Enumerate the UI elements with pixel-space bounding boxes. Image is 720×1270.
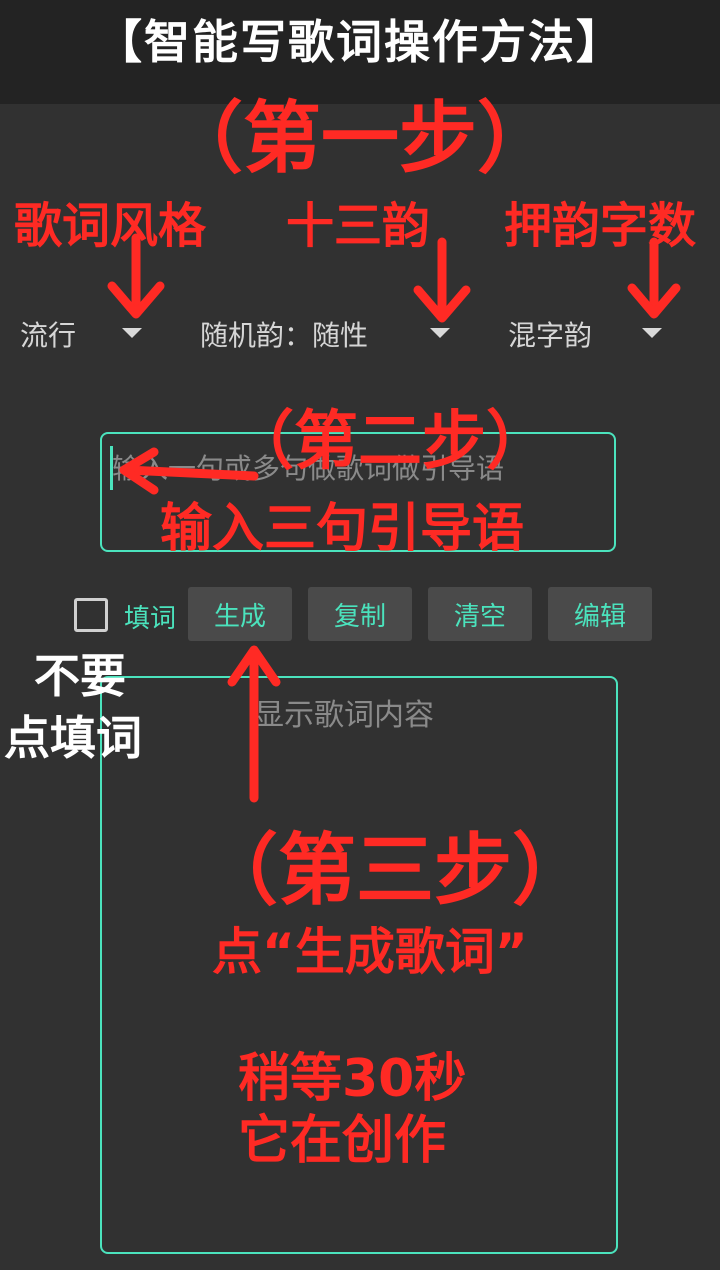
rhyme-dropdown-value: 随机韵：随性	[200, 319, 369, 352]
clear-button[interactable]: 清空	[428, 587, 532, 641]
arrow-up-generate-icon	[227, 645, 281, 803]
arrow-down-rhyme-icon	[413, 237, 471, 323]
no-fill-note-line1: 不要	[34, 649, 126, 703]
input-tip-annotation: 输入三句引导语	[160, 499, 525, 559]
lyric-output-area[interactable]	[100, 676, 618, 1254]
count-dropdown-value: 混字韵	[508, 319, 593, 352]
wait-note-line2: 它在创作	[238, 1111, 447, 1171]
step1-annotation: （第一步）	[164, 94, 555, 184]
arrow-down-count-icon	[627, 237, 681, 319]
arrow-left-input-icon	[119, 447, 259, 495]
step3-annotation: （第三步）	[199, 826, 590, 916]
lyric-prompt-input[interactable]	[100, 432, 616, 552]
count-label-annotation: 押韵字数	[504, 198, 697, 254]
style-dropdown-caret-icon	[122, 328, 142, 338]
edit-button[interactable]: 编辑	[548, 587, 652, 641]
style-label-annotation: 歌词风格	[14, 198, 207, 254]
page-title: 【智能写歌词操作方法】	[96, 15, 624, 69]
fill-lyrics-label[interactable]: 填词	[124, 604, 177, 634]
style-dropdown-value: 流行	[20, 319, 77, 352]
wait-note-line1: 稍等30秒	[238, 1049, 467, 1109]
fill-lyrics-checkbox[interactable]	[74, 598, 108, 632]
copy-button[interactable]: 复制	[308, 587, 412, 641]
rhyme-dropdown-caret-icon	[430, 328, 450, 338]
generate-button[interactable]: 生成	[188, 587, 292, 641]
count-dropdown-caret-icon	[642, 328, 662, 338]
text-cursor	[110, 446, 113, 490]
step3-desc-annotation: 点“生成歌词”	[212, 923, 528, 981]
lyric-output-placeholder: 显示歌词内容	[254, 698, 434, 733]
rhyme-label-annotation: 十三韵	[286, 198, 431, 254]
arrow-down-style-icon	[107, 233, 165, 319]
no-fill-note-line2: 点填词	[4, 711, 142, 765]
header-bar	[0, 0, 720, 104]
step2-annotation: （第二步）	[230, 405, 550, 479]
